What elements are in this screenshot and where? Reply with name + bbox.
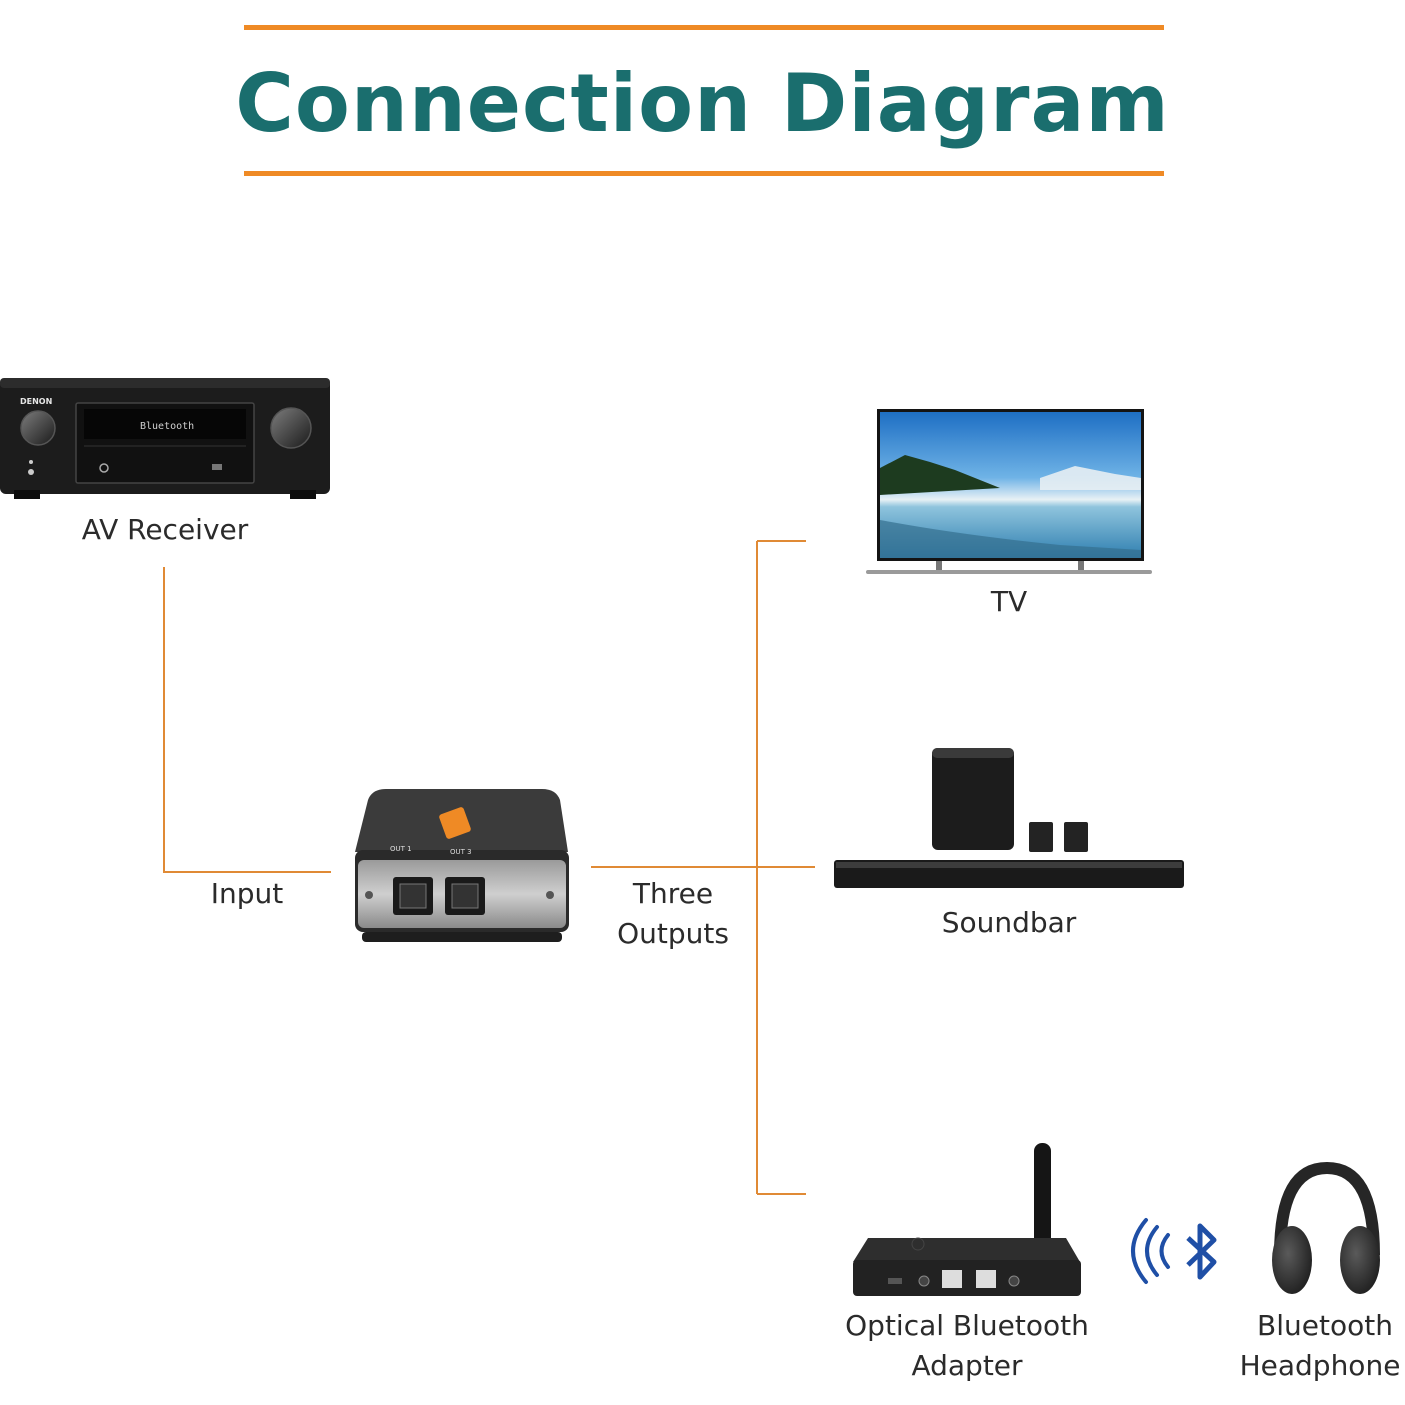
headphone-label-line2: Headphone xyxy=(1239,1349,1401,1382)
receiver-display-text: Bluetooth xyxy=(140,421,194,432)
outputs-label-line1: Three xyxy=(632,877,714,910)
bluetooth-icon xyxy=(1186,1223,1217,1280)
title-rule-top xyxy=(244,25,1164,30)
bluetooth-adapter-image xyxy=(853,1143,1081,1296)
wireless-signal-icon xyxy=(1131,1218,1170,1284)
optical-splitter-image: OUT 1 OUT 3 xyxy=(355,789,569,942)
soundbar-label: Soundbar xyxy=(941,906,1077,939)
connection-lines xyxy=(163,540,815,1195)
input-label: Input xyxy=(210,877,284,910)
title-rule-bottom xyxy=(244,171,1164,176)
splitter-out-left-label: OUT 1 xyxy=(390,845,412,853)
headphone-image xyxy=(1272,1161,1380,1294)
headphone-label-line1: Bluetooth xyxy=(1257,1309,1393,1342)
page-title: Connection Diagram xyxy=(235,57,1170,150)
receiver-brand: DENON xyxy=(20,397,52,406)
tv-image xyxy=(866,409,1152,574)
av-receiver-image: DENON Bluetooth xyxy=(0,378,330,499)
splitter-out-right-label: OUT 3 xyxy=(450,848,472,856)
input-line xyxy=(163,567,331,873)
outputs-label-line2: Outputs xyxy=(617,917,729,950)
adapter-label-line2: Adapter xyxy=(911,1349,1023,1382)
soundbar-image xyxy=(834,748,1184,888)
tv-label: TV xyxy=(990,585,1028,618)
adapter-label-line1: Optical Bluetooth xyxy=(845,1309,1089,1342)
av-receiver-label: AV Receiver xyxy=(81,513,249,546)
